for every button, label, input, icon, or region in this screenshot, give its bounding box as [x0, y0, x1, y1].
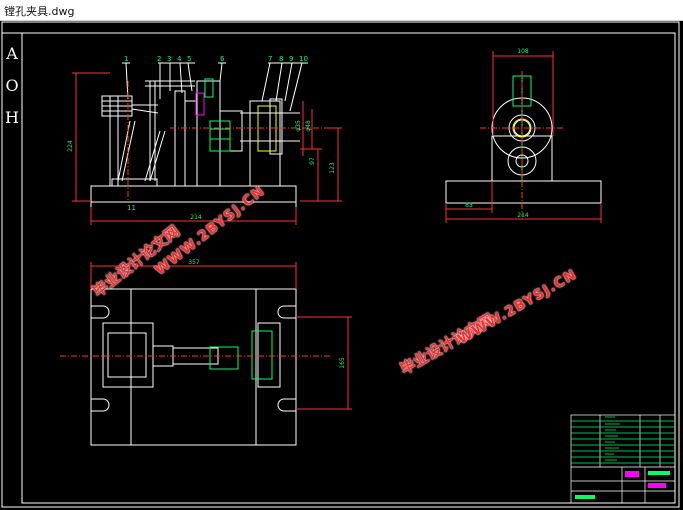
part-number: 7 [268, 55, 272, 63]
side-label-h: H [5, 108, 19, 127]
front-part-green [204, 78, 214, 98]
part-number: 2 [157, 55, 161, 63]
part-number: 4 [177, 55, 182, 63]
part-number: 9 [289, 55, 293, 63]
dim-side-top: 108 [517, 48, 529, 55]
plan-view [90, 288, 297, 446]
front-dimensions [72, 72, 342, 225]
drawing-canvas[interactable]: A O H [0, 21, 683, 510]
dim-front-base: 214 [190, 214, 202, 221]
title-block-rows [571, 416, 675, 464]
cad-drawing: A O H [1, 21, 680, 508]
side-dimensions [445, 51, 602, 223]
plan-dimensions [90, 262, 352, 410]
title-block-stamp [625, 471, 639, 477]
dim-123: 123 [329, 162, 336, 174]
part-number: 11 [127, 204, 136, 212]
outer-frame [1, 21, 680, 508]
window-title: 镗孔夹具.dwg [4, 5, 75, 18]
side-label-a: A [5, 44, 18, 63]
part-number: 10 [299, 55, 308, 63]
side-label-o: O [5, 76, 18, 95]
front-view [90, 62, 308, 207]
dim-plan-width: 357 [188, 259, 200, 266]
inner-frame [21, 32, 676, 504]
dim-front-height: 224 [67, 140, 74, 152]
dim-phi-a: φ35 [295, 120, 302, 132]
part-number: 6 [220, 55, 225, 63]
window-title-bar: 镗孔夹具.dwg [0, 0, 683, 21]
part-number-labels: 1 2 3 4 5 6 7 8 9 10 11 [124, 55, 308, 212]
dim-side-left: 83 [465, 202, 473, 209]
title-block [570, 414, 676, 504]
side-view [445, 97, 602, 204]
front-part-magenta [195, 92, 205, 116]
part-number: 1 [124, 55, 128, 63]
plan-part-green [209, 346, 239, 370]
part-number: 3 [167, 55, 171, 63]
dim-side-base: 214 [517, 212, 529, 219]
dim-plan-height: 165 [339, 357, 346, 369]
part-number: 8 [279, 55, 283, 63]
part-number: 5 [187, 55, 191, 63]
dim-phi-b: φ48 [305, 120, 312, 132]
dim-97: 97 [309, 157, 316, 165]
